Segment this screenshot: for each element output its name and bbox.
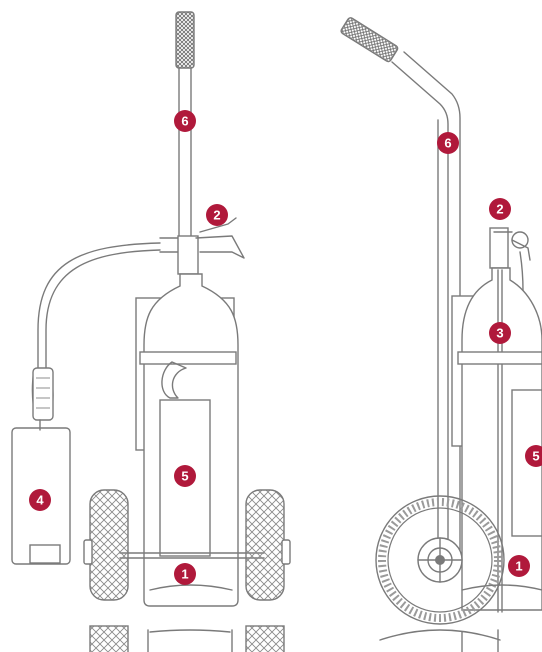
badge-cylinder-left: 1 [174,563,196,585]
svg-text:5: 5 [181,469,188,484]
hose [37,242,161,373]
left-wheel [89,489,129,601]
badge-valve-right: 2 [489,198,511,220]
valve-lever [195,235,245,259]
handle-grip [340,17,399,63]
svg-text:6: 6 [181,114,188,129]
cylinder-strap [139,351,237,365]
badge-cylinder-right: 1 [508,555,530,577]
svg-text:4: 4 [36,493,44,508]
front-view [11,11,291,652]
valve-body [489,227,509,269]
svg-text:6: 6 [444,136,451,151]
badge-label-panel-left: 5 [174,465,196,487]
badge-siphon-tube-right: 3 [489,322,511,344]
handle-grip [175,11,195,69]
handle-pole [178,67,192,241]
badge-horn-left: 4 [29,489,51,511]
svg-text:1: 1 [515,559,522,574]
cylinder-strap [457,351,542,365]
badge-label-panel-right: 5 [525,445,542,467]
badge-handle-right: 6 [437,132,459,154]
svg-text:2: 2 [496,202,503,217]
svg-text:3: 3 [496,326,503,341]
side-wheel [375,495,505,625]
callout-badges: 6 2 4 5 1 6 2 3 [29,110,542,585]
badge-handle-left: 6 [174,110,196,132]
badge-valve-left: 2 [206,204,228,226]
svg-text:1: 1 [181,567,188,582]
svg-text:5: 5 [532,449,539,464]
handle-pole [391,51,461,561]
axle [119,552,265,559]
side-view [340,17,542,652]
svg-text:2: 2 [213,208,220,223]
right-wheel [245,489,285,601]
